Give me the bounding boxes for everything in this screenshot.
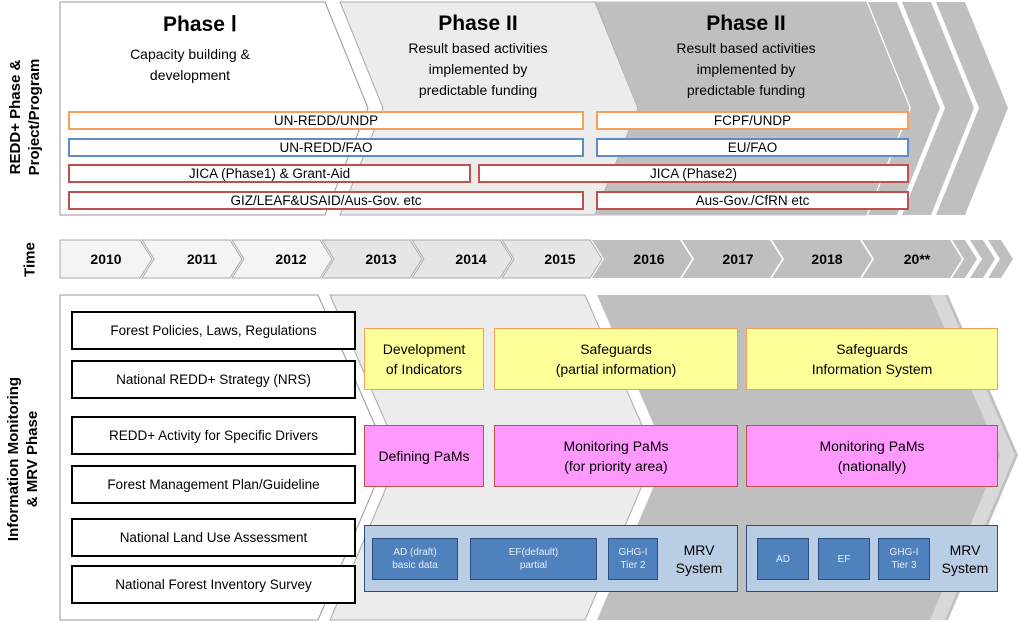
program-un-redd-undp: UN-REDD/UNDP — [68, 111, 584, 130]
mrv-chip-ghg-tier3: GHG-I Tier 3 — [878, 538, 930, 580]
box-national-land-use: National Land Use Assessment — [71, 518, 356, 557]
mrv-chip-ad-draft: AD (draft) basic data — [372, 538, 458, 580]
phase2b-desc: Result based activities implemented by p… — [676, 40, 816, 98]
timeline-chevrons — [59, 239, 1013, 279]
program-eu-fao: EU/FAO — [596, 138, 909, 157]
year-label: 2012 — [275, 251, 307, 267]
mrv-chip-ef: EF — [818, 538, 870, 580]
mrv-chip-ghg-tier2: GHG-I Tier 2 — [608, 538, 658, 580]
phase1-chevron — [59, 1, 369, 216]
phase1-desc: Capacity building & development — [130, 46, 250, 83]
program-jica-phase2: JICA (Phase2) — [478, 164, 909, 183]
program-giz-leaf-usaid: GIZ/LEAF&USAID/Aus-Gov. etc — [68, 191, 584, 210]
box-redd-specific-drivers: REDD+ Activity for Specific Drivers — [71, 416, 356, 455]
phase2a-title: Phase II — [438, 12, 518, 35]
year-label: 2011 — [186, 251, 218, 267]
year-label: 2015 — [544, 251, 576, 267]
phase2a-desc: Result based activities implemented by p… — [408, 40, 548, 98]
mrv-chip-ef-default: EF(default) partial — [470, 538, 597, 580]
year-label: 2014 — [455, 251, 487, 267]
mrv-system-label: MRV System — [941, 542, 989, 576]
year-label: 2010 — [90, 251, 122, 267]
info-row-label: Information Monitoring & MRV Phase — [5, 376, 41, 542]
phase-tail-chevron-2 — [902, 2, 974, 215]
phase2b-title: Phase II — [706, 12, 786, 35]
time-row-label: Time — [21, 242, 39, 277]
box-development-indicators: Development of Indicators — [364, 328, 484, 390]
box-forest-management-plan: Forest Management Plan/Guideline — [71, 465, 356, 504]
program-fcpf-undp: FCPF/UNDP — [596, 111, 909, 130]
year-label: 2013 — [365, 251, 397, 267]
mrv-chip-ad: AD — [757, 538, 809, 580]
phase-row-label: REDD+ Phase & Project/Program — [7, 58, 43, 176]
box-monitoring-pams-national: Monitoring PaMs (nationally) — [746, 425, 998, 487]
phase-tail-chevron-3 — [936, 2, 1008, 215]
box-forest-policies: Forest Policies, Laws, Regulations — [71, 311, 356, 350]
phase1-title: Phase Ⅰ — [163, 13, 237, 36]
phase2a-chevron — [339, 1, 639, 216]
program-aus-cfrn: Aus-Gov./CfRN etc — [596, 191, 909, 210]
box-defining-pams: Defining PaMs — [364, 425, 484, 487]
box-safeguards-system: Safeguards Information System — [746, 328, 998, 390]
year-label: 2018 — [811, 251, 843, 267]
phase2b-chevron — [595, 1, 910, 216]
box-safeguards-partial: Safeguards (partial information) — [494, 328, 738, 390]
box-national-redd-strategy: National REDD+ Strategy (NRS) — [71, 360, 356, 399]
program-un-redd-fao: UN-REDD/FAO — [68, 138, 584, 157]
year-label: 2016 — [633, 251, 665, 267]
year-label: 20** — [903, 251, 931, 267]
year-label: 2017 — [722, 251, 754, 267]
program-jica-phase1: JICA (Phase1) & Grant-Aid — [68, 164, 471, 183]
box-monitoring-pams-priority: Monitoring PaMs (for priority area) — [494, 425, 738, 487]
mrv-system-label: MRV System — [675, 542, 723, 576]
box-national-forest-inventory: National Forest Inventory Survey — [71, 565, 356, 604]
